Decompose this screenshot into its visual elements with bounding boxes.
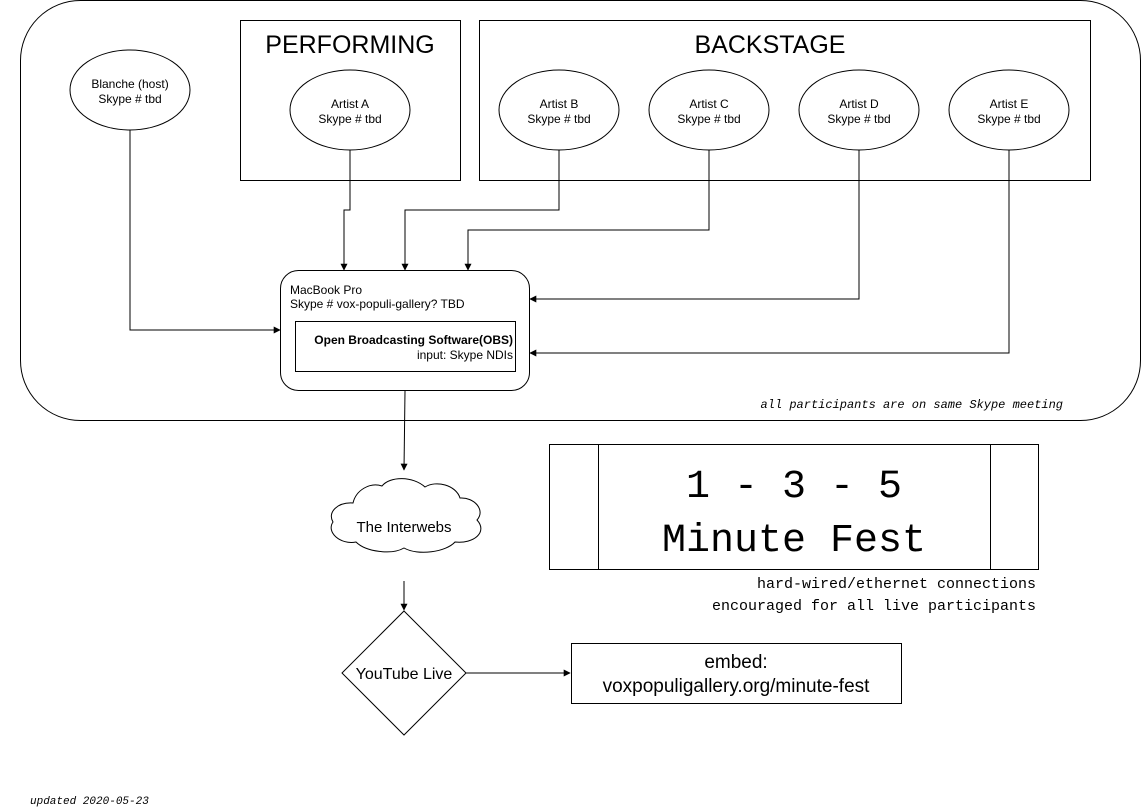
fest-line2: Minute Fest <box>662 519 926 564</box>
obs-box <box>295 321 516 372</box>
participant-artist-d-skype: Skype # tbd <box>827 112 890 126</box>
fest-line1: 1 - 3 - 5 <box>686 465 902 510</box>
embed-line2: voxpopuligallery.org/minute-fest <box>603 676 871 697</box>
participant-artist-b-name: Artist B <box>540 97 579 111</box>
internet-label: The Interwebs <box>356 519 451 536</box>
connector-artist-a-to-macbook <box>340 150 351 271</box>
embed-node: embed: voxpopuligallery.org/minute-fest <box>571 643 902 704</box>
connector-artist-e-to-macbook <box>529 150 1010 357</box>
participant-host: Blanche (host) Skype # tbd <box>69 49 191 131</box>
embed-line1: embed: <box>704 652 767 673</box>
backstage-title: BACKSTAGE <box>695 31 846 59</box>
participant-artist-e-name: Artist E <box>990 97 1029 111</box>
participant-artist-b-skype: Skype # tbd <box>527 112 590 126</box>
participant-artist-d-name: Artist D <box>839 97 879 111</box>
obs-input: input: Skype NDIs <box>417 348 513 362</box>
macbook-node: MacBook Pro Skype # vox-populi-gallery? … <box>280 270 530 391</box>
fest-title-box: 1 - 3 - 5 Minute Fest <box>549 444 1039 570</box>
participant-artist-e-skype: Skype # tbd <box>977 112 1040 126</box>
participant-artist-e: Artist E Skype # tbd <box>948 69 1070 151</box>
meeting-note: all participants are on same Skype meeti… <box>761 398 1063 412</box>
participant-host-skype: Skype # tbd <box>98 92 161 106</box>
youtube-label: YouTube Live <box>356 666 453 683</box>
performing-title: PERFORMING <box>265 31 434 59</box>
connector-artist-b-to-macbook <box>401 150 560 271</box>
network-note-line1: hard-wired/ethernet connections <box>757 576 1036 593</box>
network-note-line2: encouraged for all live participants <box>712 598 1036 615</box>
participant-host-name: Blanche (host) <box>91 77 168 91</box>
macbook-title: MacBook Pro <box>290 283 362 297</box>
connector-artist-d-to-macbook <box>529 150 860 303</box>
macbook-skype: Skype # vox-populi-gallery? TBD <box>290 297 465 311</box>
participant-artist-c-name: Artist C <box>689 97 729 111</box>
obs-title: Open Broadcasting Software(OBS) <box>314 333 513 347</box>
participant-artist-a-name: Artist A <box>331 97 369 111</box>
participant-artist-c-skype: Skype # tbd <box>677 112 740 126</box>
participant-artist-b: Artist B Skype # tbd <box>498 69 620 151</box>
connector-macbook-to-internet <box>400 390 408 471</box>
participant-artist-c: Artist C Skype # tbd <box>648 69 770 151</box>
participant-artist-a: Artist A Skype # tbd <box>289 69 411 151</box>
updated-note: updated 2020-05-23 <box>30 796 149 808</box>
youtube-node: YouTube Live <box>341 610 467 736</box>
connector-host-to-macbook <box>129 130 281 334</box>
connector-artist-c-to-macbook <box>464 150 710 271</box>
participant-artist-d: Artist D Skype # tbd <box>798 69 920 151</box>
participant-artist-a-skype: Skype # tbd <box>318 112 381 126</box>
internet-cloud: The Interwebs <box>330 478 482 553</box>
